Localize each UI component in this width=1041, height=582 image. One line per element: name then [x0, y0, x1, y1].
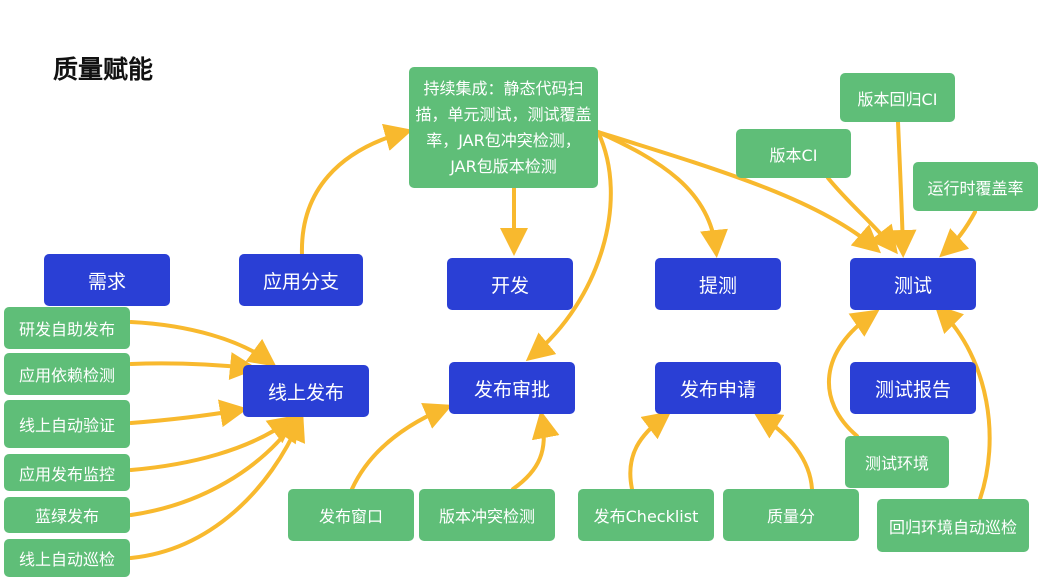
tool-online-auto-verify: 线上自动验证: [4, 400, 130, 448]
stage-submit-test: 提测: [655, 258, 781, 310]
stage-branch: 应用分支: [239, 254, 363, 306]
tool-blue-green: 蓝绿发布: [4, 497, 130, 533]
arrow-self-release-to-online: [129, 320, 277, 367]
tool-quality-score: 质量分: [723, 489, 859, 541]
arrow-conflict-to-approval: [511, 410, 560, 491]
arrow-version-ci-to-test: [826, 176, 898, 255]
tool-release-checklist: 发布Checklist: [578, 489, 714, 541]
tool-release-monitor: 应用发布监控: [4, 454, 130, 491]
tool-version-regression-ci: 版本回归CI: [840, 73, 955, 122]
tool-self-release: 研发自助发布: [4, 307, 130, 349]
arrow-window-to-approval: [350, 402, 453, 491]
arrow-blue-green-to-online: [129, 413, 301, 517]
arrow-verify-to-online: [129, 399, 248, 428]
page-title: 质量赋能: [53, 55, 154, 84]
tool-dependency-check: 应用依赖检测: [4, 353, 130, 395]
stage-develop: 开发: [447, 258, 573, 310]
arrow-ci-to-submit-test: [596, 130, 728, 258]
arrow-runtime-coverage-to-test: [939, 210, 977, 258]
tool-release-window: 发布窗口: [288, 489, 414, 541]
stage-release-approval: 发布审批: [449, 362, 575, 414]
tool-online-auto-patrol: 线上自动巡检: [4, 539, 130, 577]
stage-test: 测试: [850, 258, 976, 310]
stage-release-request: 发布申请: [655, 362, 781, 414]
tool-version-conflict: 版本冲突检测: [419, 489, 555, 541]
tool-test-env: 测试环境: [845, 436, 949, 488]
arrow-quality-to-request: [753, 411, 814, 491]
tool-version-ci: 版本CI: [736, 129, 851, 178]
stage-online-release: 线上发布: [243, 365, 369, 417]
tool-regression-env-patrol: 回归环境自动巡检: [877, 499, 1029, 552]
tool-ci: 持续集成：静态代码扫描，单元测试，测试覆盖率，JAR包冲突检测，JAR包版本检测: [409, 67, 598, 188]
arrow-dependency-to-online: [129, 352, 258, 380]
arrow-branch-to-ci: [299, 123, 413, 257]
arrow-patrol-to-online: [129, 412, 305, 560]
stage-test-report: 测试报告: [850, 362, 976, 414]
arrow-monitor-to-online: [129, 415, 297, 472]
tool-runtime-coverage: 运行时覆盖率: [913, 162, 1038, 211]
stage-requirement: 需求: [44, 254, 170, 306]
arrow-checklist-to-request: [628, 411, 672, 491]
arrow-regression-ci-to-test: [888, 120, 917, 258]
